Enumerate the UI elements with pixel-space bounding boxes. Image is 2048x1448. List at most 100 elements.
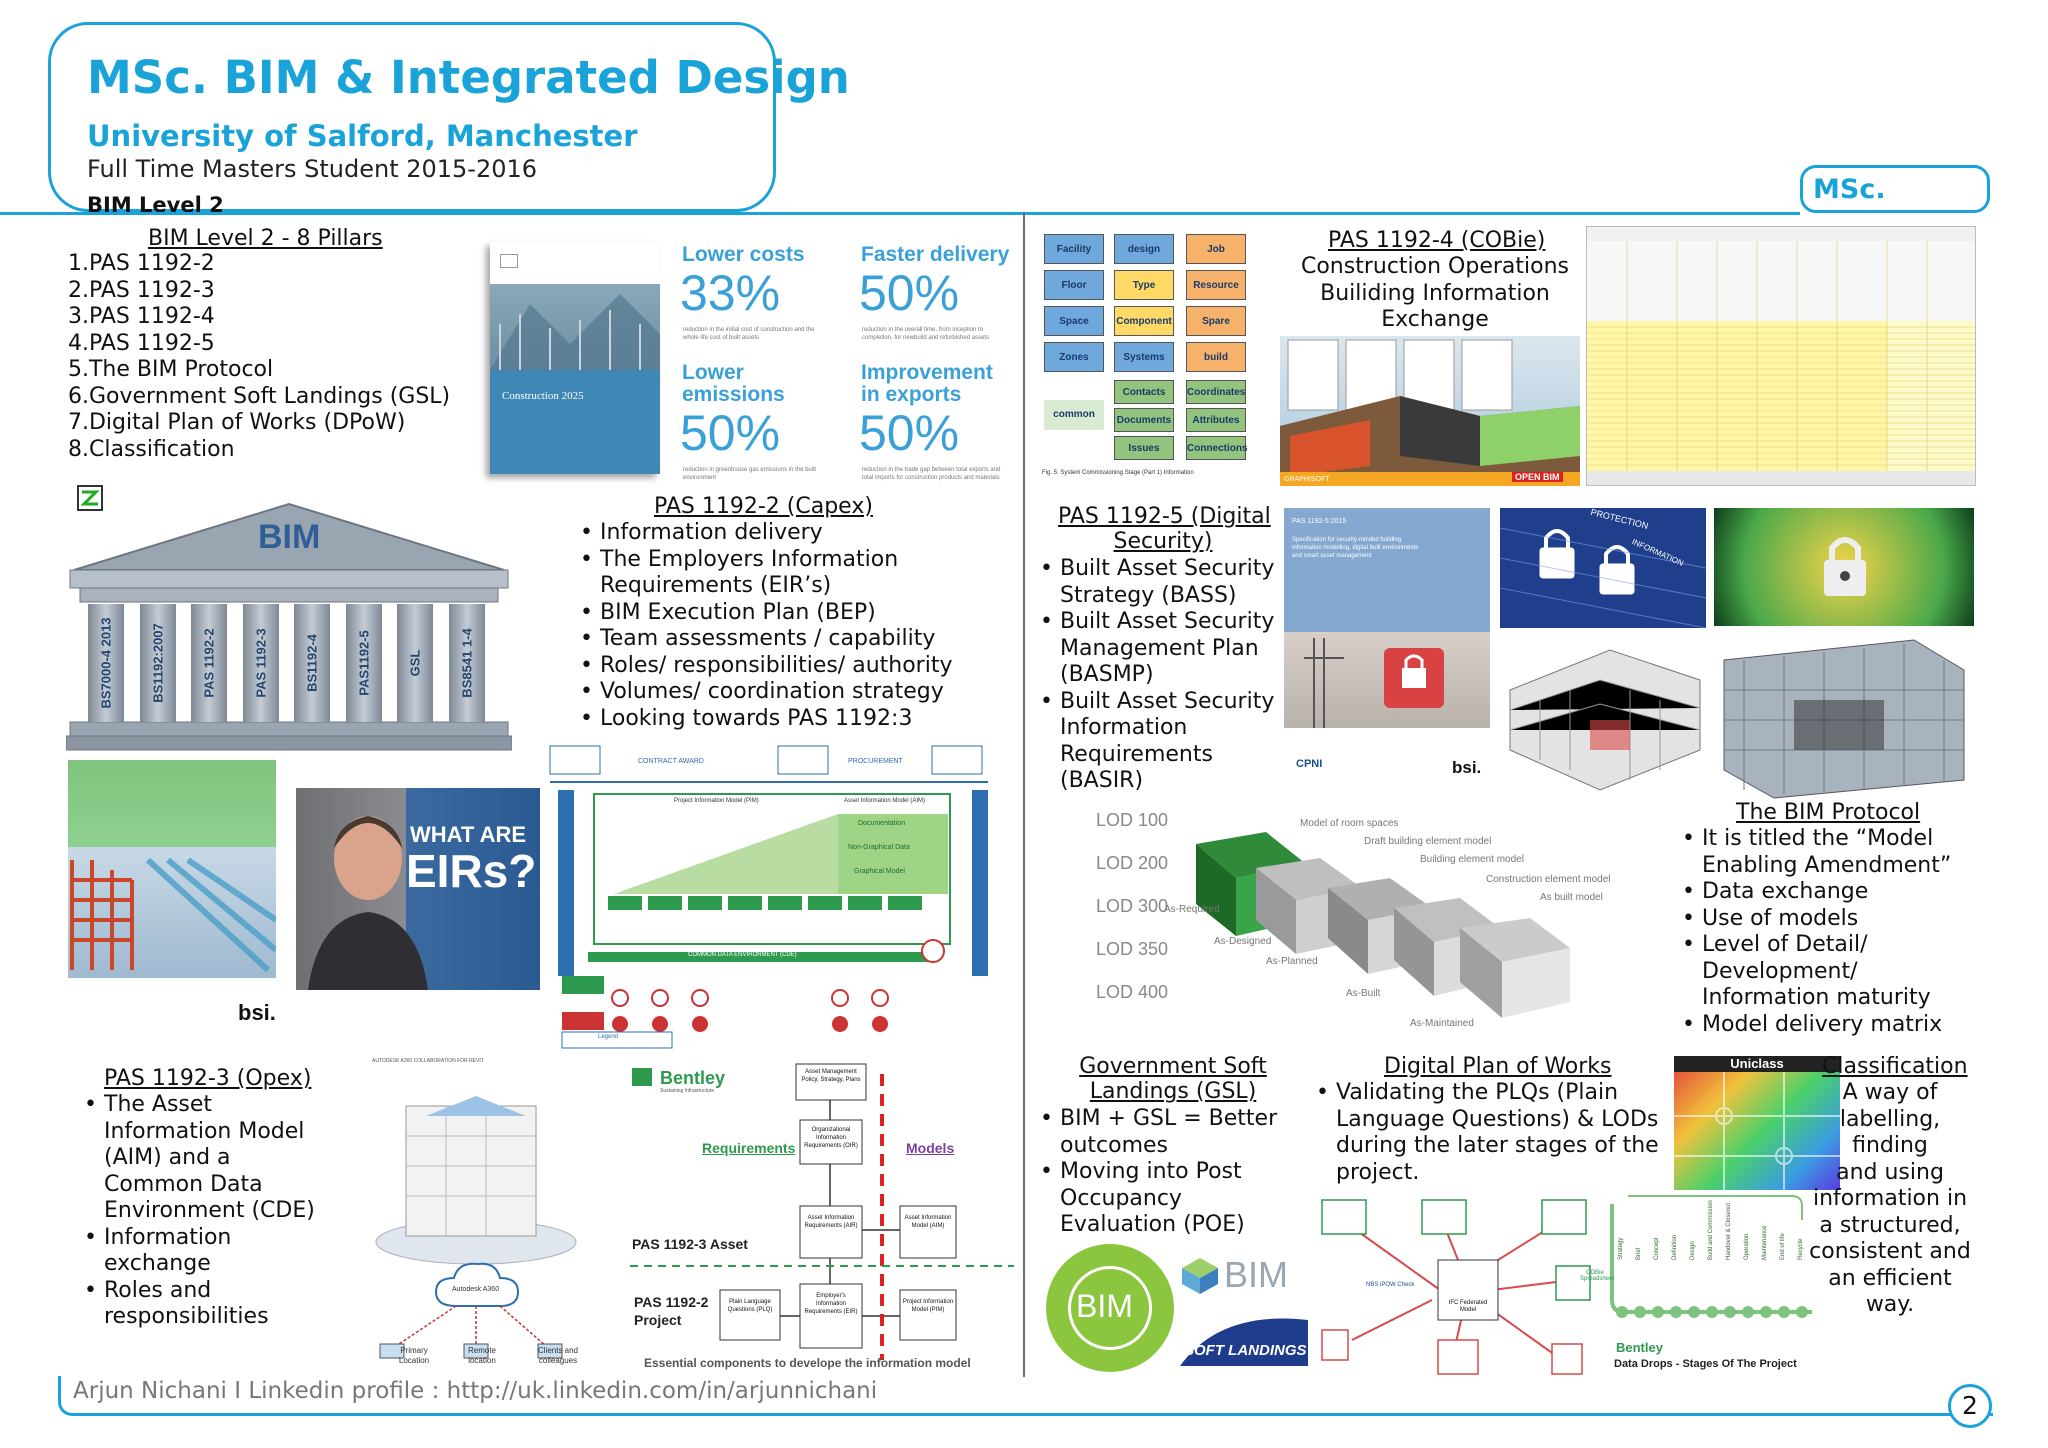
classification-line: information in [1812,1186,1968,1211]
stat-label: Lower emissions [682,361,785,406]
stat-value: 50% [859,265,960,321]
diagram-pim: Project Information Model (PIM) [674,798,759,804]
lod-stage: As-Built [1346,988,1381,999]
cobie-cell: Coordinates [1186,380,1246,404]
bentley-diagram: Bentley Sustaining Infrastructure Requir… [624,1060,1020,1372]
protocol-list: It is titled the “Model Enabling Amendme… [1680,826,1970,1038]
lod-note: Construction element model [1486,874,1611,885]
pas2-item: The Employers Information Requirements (… [578,547,998,600]
stat-label: Improvement in exports [861,361,993,406]
stat-value: 33% [680,265,781,321]
cloud-network-icon [375,1096,577,1359]
bim-cube-icon [1182,1258,1218,1294]
temple-column-label: BS7000-4 2013 [98,617,114,709]
column-divider [1023,212,1025,1377]
building-frame-icon [1723,639,1965,799]
cobie-cell: Component [1114,306,1174,336]
pas2-item: BIM Execution Plan (BEP) [578,600,998,627]
pas2-item: Roles/ responsibilities/ authority [578,653,998,680]
cobie-subtitle-line: Builiding Information [1320,280,1550,306]
cobie-cell: Job [1186,234,1246,264]
bentley-box: Employer's Information Requirements (EIR… [804,1293,858,1315]
msc-badge-label: MSc. [1813,174,1886,205]
gsl-title: Government Soft Landings (GSL) [1062,1054,1284,1104]
diagram-procurement: PROCUREMENT [848,758,903,765]
bsi-logo: bsi. [1452,758,1482,777]
dpow-stage-label: Design [1690,1241,1696,1260]
cobie-cell: Systems [1114,342,1174,372]
temple-column: BS8541 1-4 [448,604,485,722]
gsl-item: Moving into Post Occupancy Evaluation (P… [1038,1159,1278,1239]
digital-padlock-image [1714,508,1974,626]
eirs-video-thumbnail[interactable]: WHAT ARE EIRs? [296,788,540,990]
building-photo-icon [490,294,660,370]
temple-column: PAS 1192-2 [191,604,227,722]
cobie-cell: Floor [1044,270,1104,300]
stat-label: Lower costs [682,243,805,266]
lod-blocks-icon [1196,832,1570,1018]
protocol-title: The BIM Protocol [1736,800,1920,825]
pillar-item: 5.The BIM Protocol [68,357,274,382]
pas5-cover-title: PAS 1192-5:2015 [1292,518,1347,525]
classification-title: Classification [1822,1054,1968,1079]
pas2-item: Volumes/ coordination strategy [578,679,998,706]
temple-column-label: BS1192-4 [304,634,320,692]
protocol-item: Level of Detail/ Development/ Informatio… [1680,932,1970,1012]
dpow-hub: IFC Federated Model [1448,1300,1488,1313]
uniclass-label: Uniclass [1674,1056,1840,1072]
pas5-item: Built Asset Security Information Require… [1038,689,1278,795]
dpow-bentley: Bentley [1616,1340,1663,1355]
diagram-graphical: Graphical Model [854,868,905,875]
bentley-brand: Bentley [660,1068,726,1088]
security-cover-icon [1304,638,1444,728]
footer-bar: Arjun Nichani I Linkedin profile : http:… [58,1376,1993,1416]
pillars-title: BIM Level 2 - 8 Pillars [148,226,383,251]
classification-title-text: Classification [1822,1054,1968,1079]
lod-stage: As-Designed [1214,936,1272,947]
temple-icon [66,485,512,751]
bim-temple-graphic: BIM BS7000-4 2013 BS1192:2007 PAS 1192-2 PA… [66,484,512,752]
temple-roof-label: BIM [258,518,321,556]
cobie-cell: Contacts [1114,380,1174,404]
pillars-list: 1.PAS 1192-2 2.PAS 1192-3 3.PAS 1192-4 4… [68,251,450,463]
footer-link[interactable]: Arjun Nichani I Linkedin profile : http:… [73,1378,878,1404]
open-bim-logo: OPEN BIM [1512,472,1563,482]
pillar-item: 7.Digital Plan of Works (DPoW) [68,410,406,435]
cobie-cell: Connections [1186,436,1248,460]
header-card: MSc. BIM & Integrated Design University … [48,22,850,217]
bsi-logo: bsi. [238,1000,276,1025]
eirs-line1: WHAT ARE [410,822,527,847]
pillar-item: 6.Government Soft Landings (GSL) [68,383,451,409]
stat-note: reduction in the overall time, from ince… [862,327,990,341]
dpow-stage-label: Brief [1636,1247,1642,1260]
cobie-cell: Documents [1114,408,1174,432]
gsl-title-line: Landings (GSL) [1089,1079,1257,1104]
university-name: University of Salford, Manchester [87,119,638,153]
temple-column-label: PAS1192-5 [356,630,371,696]
temple-column: PAS 1192-3 [242,604,279,722]
stat-note: reduction in greenhouse gas emissions in… [683,467,817,481]
pas3-list: The Asset Information Model (AIM) and a … [82,1092,322,1331]
building-section-icon [1509,649,1701,791]
diagram-non-graphical: Non-Graphical Data [848,844,910,851]
pillar-item: 1.PAS 1192-2 [68,251,215,276]
temple-column: BS1192:2007 [139,604,176,722]
classification-line: finding [1852,1133,1928,1158]
cobie-cell: Type [1114,270,1174,300]
temple-column-label: PAS 1192-2 [201,628,217,698]
temple-column: GSL [397,604,433,722]
pillars-title-text: BIM Level 2 - 8 Pillars [148,226,383,251]
security-locks-image: PROTECTION INFORMATION [1500,508,1706,628]
structure-frame-icon [70,857,276,973]
bentley-models: Models [906,1140,955,1156]
pas2-item: Looking towards PAS 1192:3 [578,706,998,733]
soft-landings-wave-icon [1180,1318,1308,1366]
dpow-node: NBS iPOW Check [1366,1282,1415,1288]
gsl-title-line: Government Soft [1079,1054,1267,1079]
lod-level: LOD 300 [1096,896,1169,916]
bentley-footer: Essential components to develope the inf… [644,1356,971,1370]
pas3-title: PAS 1192-3 (Opex) [104,1066,311,1091]
dpow-stage-label: Handover & Closeout [1726,1202,1732,1260]
temple-column: PAS1192-5 [345,604,382,722]
